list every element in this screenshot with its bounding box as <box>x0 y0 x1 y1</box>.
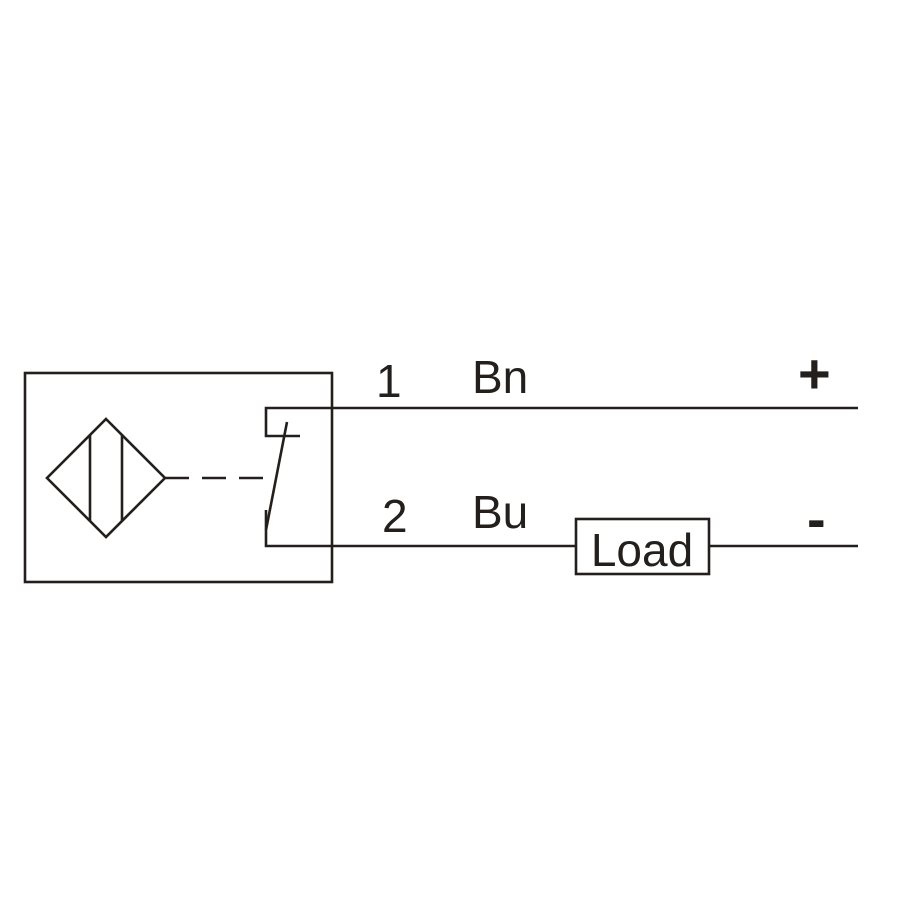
wire-color-bn-label: Bn <box>472 351 528 403</box>
pin-2-label: 2 <box>382 490 408 542</box>
inductive-sensor-diamond-icon <box>45 417 167 539</box>
pin-1-label: 1 <box>376 355 402 407</box>
load-label: Load <box>591 524 693 576</box>
polarity-plus-label: + <box>798 342 831 405</box>
wire-color-bu-label: Bu <box>472 486 528 538</box>
polarity-minus-label: - <box>807 487 826 550</box>
sensor-housing <box>23 371 334 584</box>
load-box <box>574 517 711 576</box>
normally-open-switch-icon <box>264 406 333 548</box>
